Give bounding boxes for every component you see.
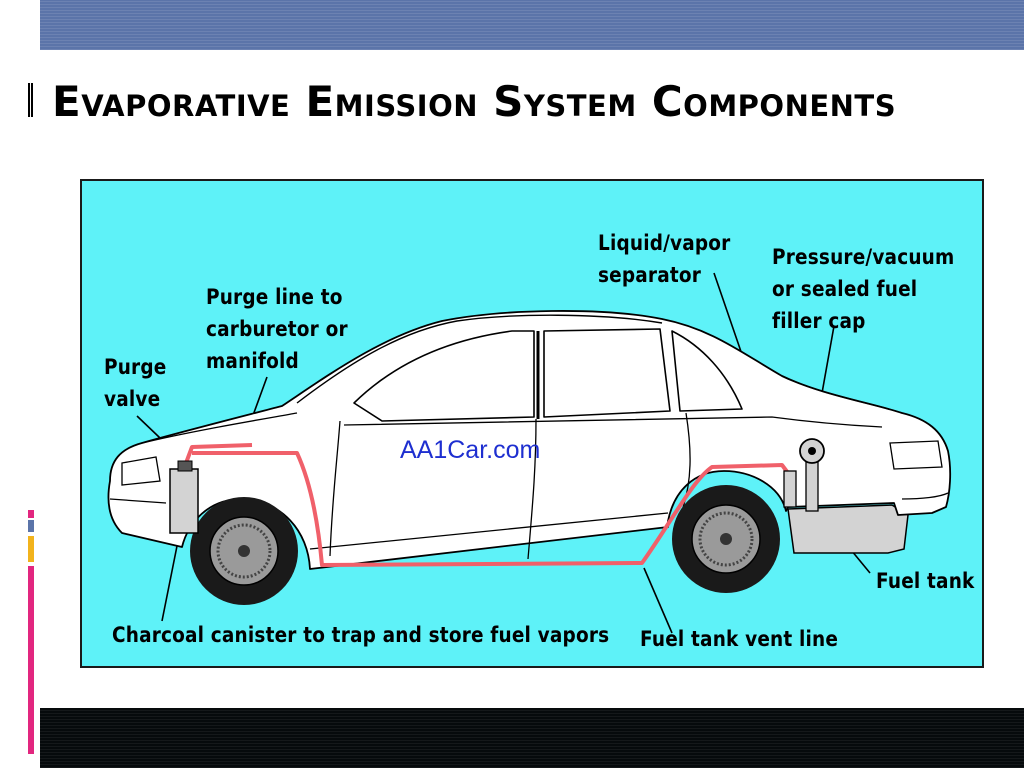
- label-vent-line: Fuel tank vent line: [640, 627, 839, 651]
- leader-vent-line: [643, 567, 673, 634]
- front-bumper: [109, 498, 167, 504]
- slide-title: Evaporative Emission System Components: [52, 77, 897, 126]
- hood-line: [141, 412, 298, 444]
- accent-bar-magenta: [28, 566, 34, 754]
- front-windshield: [353, 330, 535, 422]
- roof-top-line: [296, 314, 663, 404]
- front-wheel: [190, 497, 298, 605]
- accent-bar-magenta-top: [28, 510, 34, 518]
- rocker-line: [309, 512, 669, 550]
- label-fuel-tank: Fuel tank: [876, 569, 975, 593]
- title-bullet-marker: [28, 83, 33, 117]
- accent-bar-yellow: [28, 536, 34, 562]
- trunk-line: [781, 375, 903, 414]
- vapor-line: [184, 443, 796, 567]
- charcoal-canister: [169, 468, 199, 534]
- accent-bar-blue: [28, 520, 34, 532]
- purge-valve-top: [177, 460, 193, 472]
- front-door-line: [329, 420, 341, 557]
- top-banner-band: [40, 0, 1024, 50]
- rear-door-window: [671, 330, 743, 412]
- label-separator: Liquid/vapor separator: [598, 231, 731, 287]
- watermark-text: AA1Car.com: [400, 436, 541, 464]
- label-purge-valve: Purge valve: [104, 355, 167, 411]
- front-door-window: [543, 328, 671, 418]
- rear-wheel: [672, 485, 780, 593]
- label-filler-cap: Pressure/vacuum or sealed fuel filler ca…: [772, 245, 955, 333]
- label-canister: Charcoal canister to trap and store fuel…: [112, 623, 610, 647]
- evap-system-diagram: Purge valve Purge line to carburetor or …: [80, 179, 984, 668]
- liquid-vapor-separator: [783, 470, 797, 508]
- left-accent-bars: [28, 510, 36, 760]
- fuel-tank-shape: [787, 504, 909, 554]
- belt-line: [343, 416, 883, 428]
- center-door-line: [527, 418, 537, 560]
- bottom-footer-band: [40, 708, 1024, 768]
- headlight: [121, 456, 161, 486]
- rear-light: [889, 440, 943, 470]
- car-illustration: [107, 272, 952, 634]
- car-body: [107, 310, 952, 570]
- rear-bumper: [901, 492, 949, 500]
- label-purge-line: Purge line to carburetor or manifold: [206, 285, 348, 373]
